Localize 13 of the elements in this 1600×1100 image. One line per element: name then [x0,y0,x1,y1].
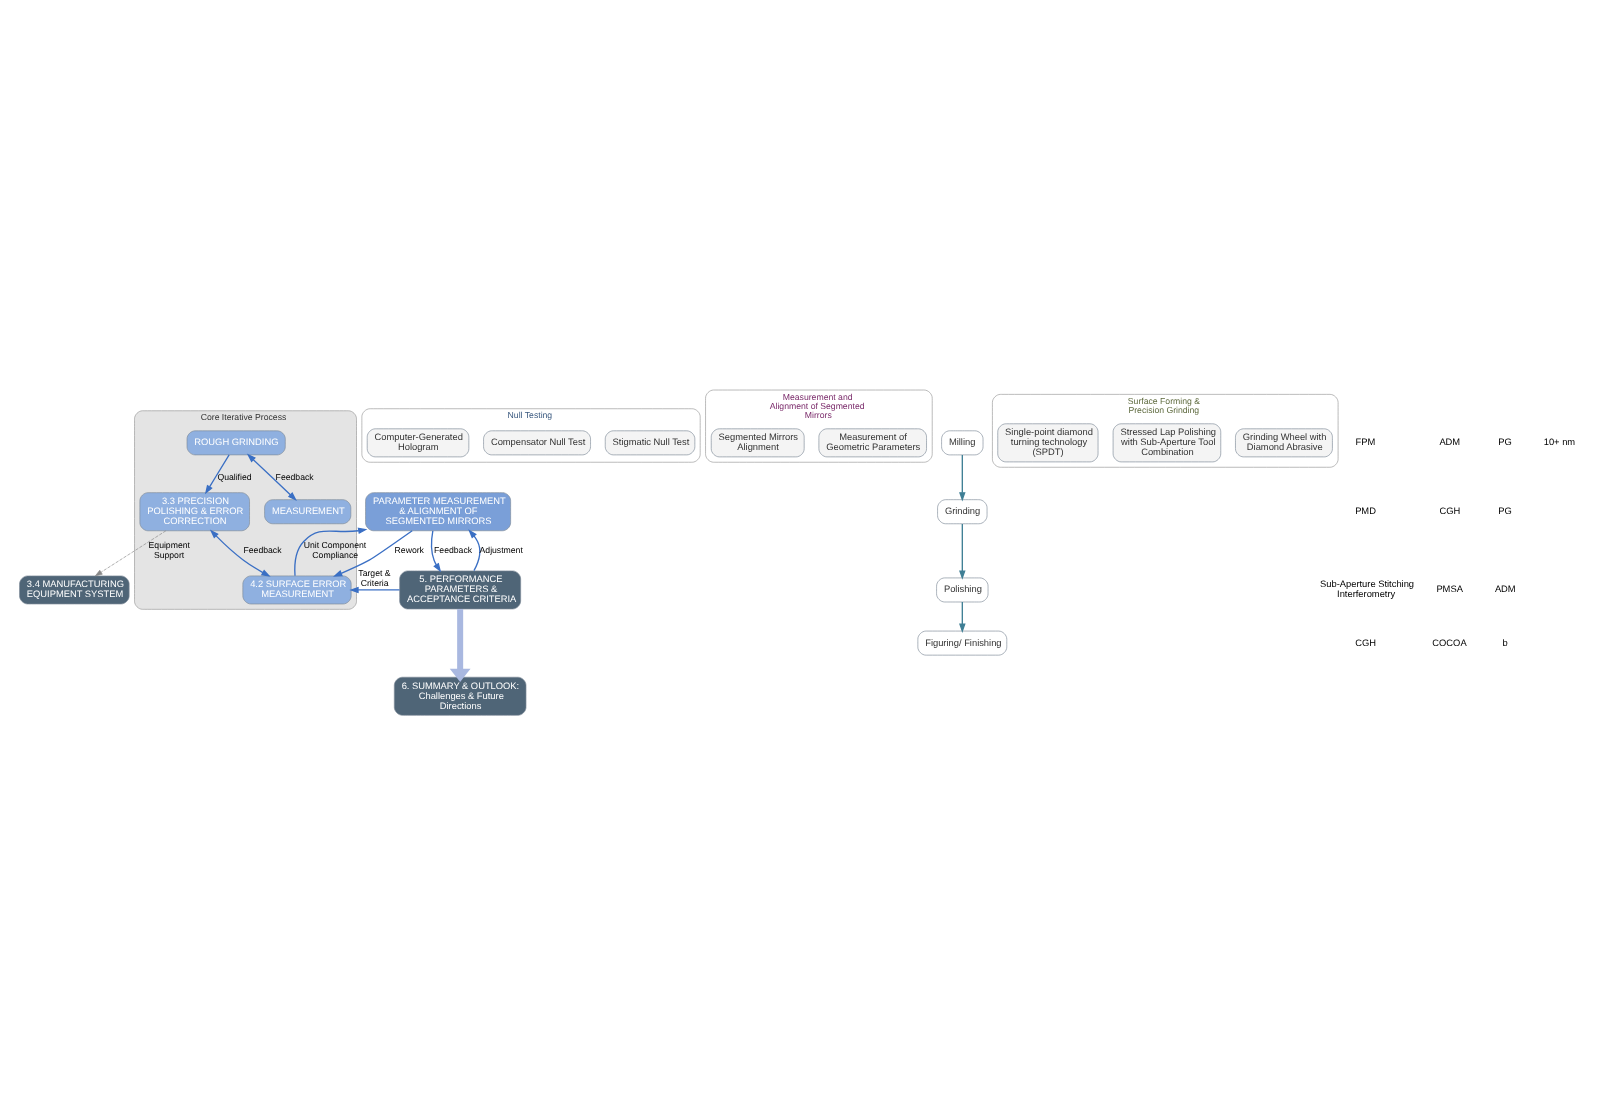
arrow [349,586,401,594]
arrow [246,453,297,501]
arrow [209,529,271,577]
arrow [332,530,413,577]
arrow [449,609,471,682]
arrow [430,530,442,573]
arrow [959,523,966,580]
arrow [959,454,966,502]
arrow [468,529,481,572]
arrow [95,530,167,577]
arrow [204,454,230,495]
arrow [294,527,368,577]
arrow [959,601,966,633]
